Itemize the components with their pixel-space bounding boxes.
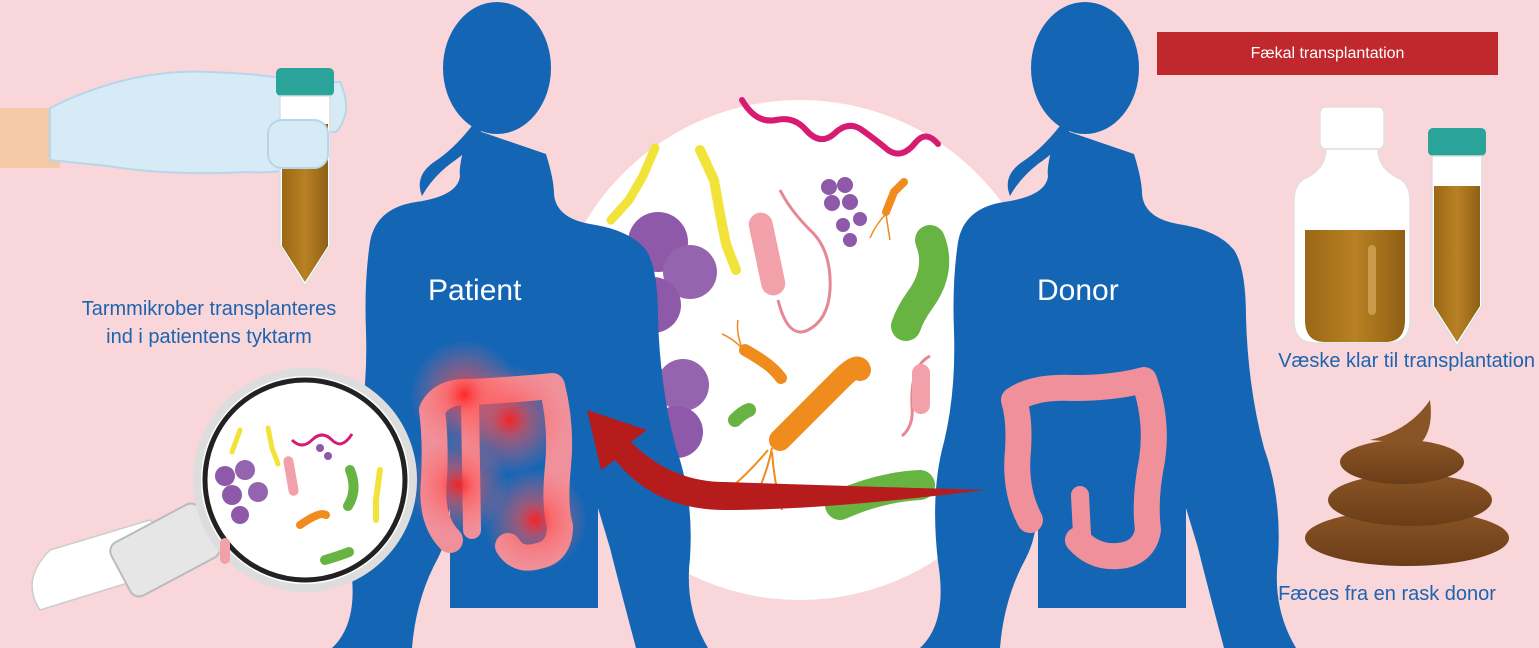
feces-icon: [1305, 400, 1509, 566]
liquid-ready-label: Væske klar til transplantation: [1229, 348, 1535, 374]
bottle-icon: [1294, 107, 1410, 343]
patient-label: Patient: [428, 274, 521, 308]
transplant-label-line2: ind i patientens tyktarm: [44, 324, 374, 350]
magnifier-icon: [32, 372, 413, 610]
page-title: Fækal transplantation: [1251, 45, 1405, 63]
tube-icon: [1428, 128, 1486, 346]
feces-donor-label: Fæces fra en rask donor: [1260, 581, 1514, 607]
donor-label: Donor: [1037, 274, 1119, 308]
transplant-label-line1: Tarmmikrober transplanteres: [44, 296, 374, 322]
title-banner: Fækal transplantation: [1157, 32, 1498, 75]
